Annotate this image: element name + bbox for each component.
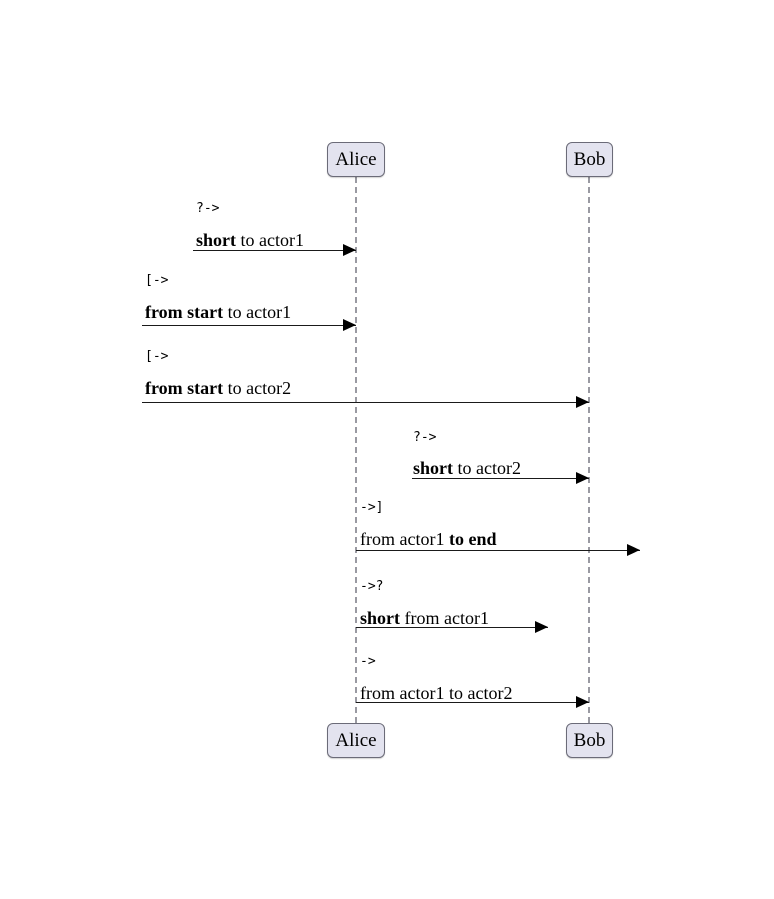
message-arrowhead <box>535 621 548 633</box>
message-label-part: from actor1 <box>400 608 489 628</box>
message-tag: [-> <box>145 349 169 364</box>
message-line <box>356 627 548 628</box>
actor-label: Alice <box>335 149 377 170</box>
message-arrowhead <box>576 696 589 708</box>
message-line <box>412 478 589 479</box>
message-line <box>142 325 356 326</box>
message-arrowhead <box>576 472 589 484</box>
message-label: from actor1 to end <box>360 530 496 548</box>
message-label: short from actor1 <box>360 609 489 627</box>
lifeline-bob <box>588 177 590 723</box>
actor-label: Bob <box>573 149 606 170</box>
message-label-part: to end <box>444 529 497 549</box>
message-label: from start to actor2 <box>145 379 291 397</box>
message-label-part: from start <box>145 302 224 322</box>
actor-box-actor1-bottom[interactable]: Alice <box>327 723 385 758</box>
message-label: short to actor2 <box>413 459 521 477</box>
message-label-part: short <box>196 230 236 250</box>
message-label: from actor1 to actor2 <box>360 684 512 702</box>
message-line <box>142 402 589 403</box>
actor-box-actor2-bottom[interactable]: Bob <box>566 723 613 758</box>
lifeline-alice <box>355 177 357 723</box>
message-label-part: from start <box>145 378 224 398</box>
message-label-part: from actor1 <box>360 529 445 549</box>
message-label-part: short <box>360 608 400 628</box>
message-line <box>356 702 589 703</box>
message-tag: -> <box>360 654 376 669</box>
message-label-part: to actor2 <box>223 378 292 398</box>
message-label-part: to actor1 <box>236 230 304 250</box>
message-tag: ?-> <box>413 430 437 445</box>
message-line <box>356 550 640 551</box>
message-arrowhead <box>576 396 589 408</box>
message-tag: ->] <box>360 500 384 515</box>
message-arrowhead <box>627 544 640 556</box>
message-label: short to actor1 <box>196 231 304 249</box>
actor-box-actor2-top[interactable]: Bob <box>566 142 613 177</box>
message-tag: ->? <box>360 579 384 594</box>
actor-label: Bob <box>573 730 606 751</box>
actor-label: Alice <box>335 730 377 751</box>
message-arrowhead <box>343 244 356 256</box>
message-tag: [-> <box>145 273 169 288</box>
message-arrowhead <box>343 319 356 331</box>
message-label-part: short <box>413 458 453 478</box>
message-label-part: to actor2 <box>453 458 521 478</box>
message-tag: ?-> <box>196 201 220 216</box>
message-label-part: from actor1 to actor2 <box>360 683 513 703</box>
message-label: from start to actor1 <box>145 303 291 321</box>
message-label-part: to actor1 <box>223 302 292 322</box>
actor-box-actor1-top[interactable]: Alice <box>327 142 385 177</box>
message-line <box>193 250 356 251</box>
